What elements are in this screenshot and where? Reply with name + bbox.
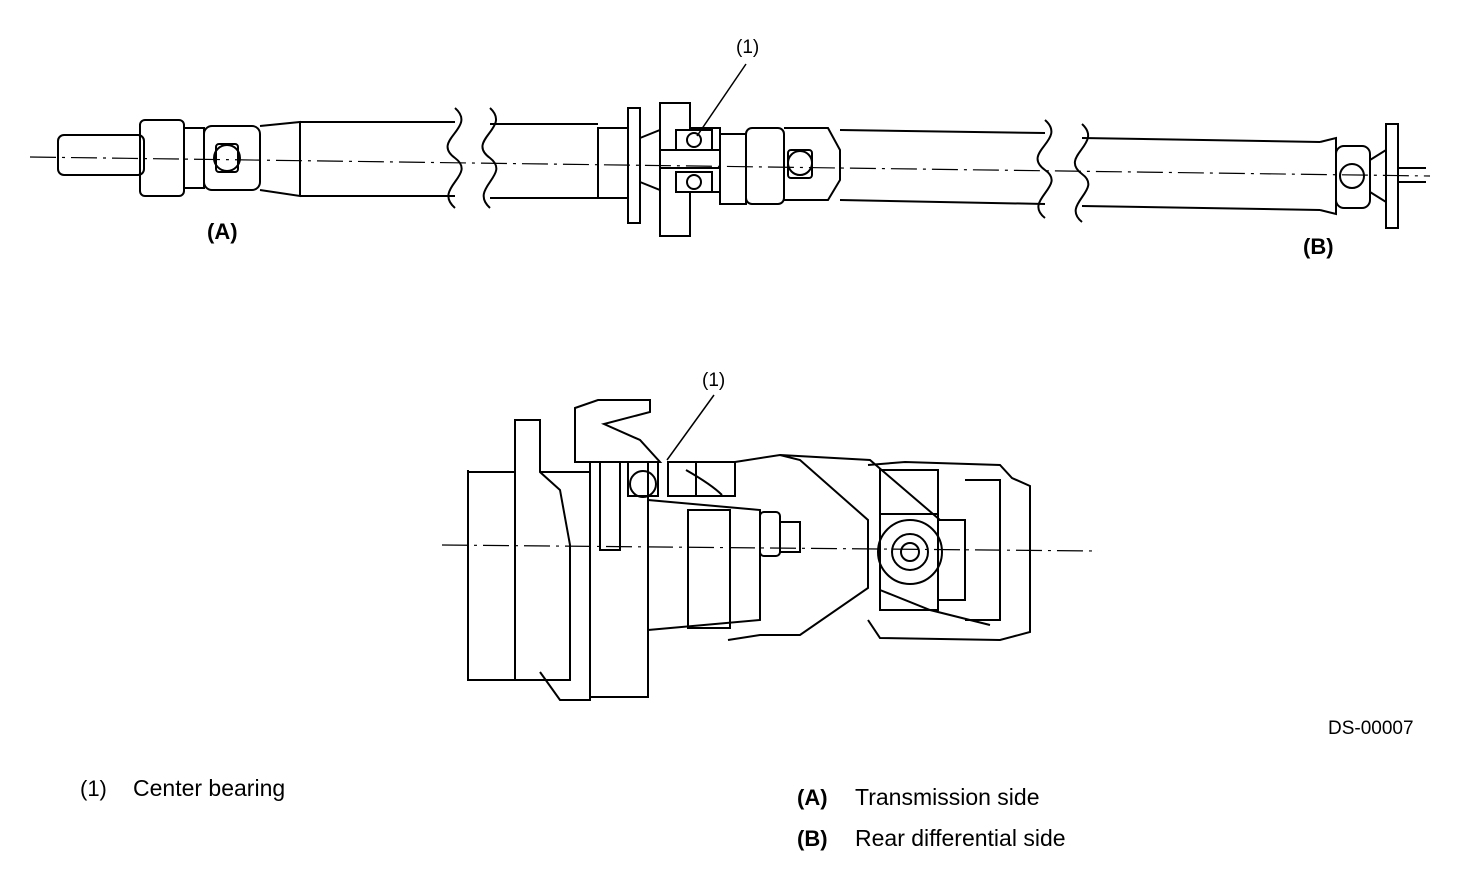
flange-yoke-rear (1319, 123, 1426, 229)
figure-id: DS-00007 (1328, 718, 1414, 739)
shaft-centerline-detail (441, 544, 1099, 552)
legend-text-center-bearing: Center bearing (133, 775, 286, 801)
callout-leader-detail (666, 394, 715, 461)
legend-text-transmission-side: Transmission side (855, 784, 1040, 810)
legend-text-rear-differential-side: Rear differential side (855, 825, 1066, 851)
center-bearing-assembly (597, 102, 841, 237)
bearing-ball-detail (629, 470, 657, 498)
front-tube (300, 107, 598, 209)
joint-cross-cap (877, 519, 943, 585)
callout-1-top: (1) (736, 37, 760, 58)
legend-key-a: (A) (797, 785, 828, 810)
shaft-centerline-top (29, 156, 1431, 177)
legend-key-b: (B) (797, 826, 828, 851)
propeller-shaft-overview (29, 63, 1431, 237)
center-bearing-detail (441, 394, 1099, 701)
universal-joint-detail (867, 460, 1031, 642)
callout-1-detail: (1) (702, 370, 726, 391)
legend-key-1: (1) (80, 776, 107, 801)
callout-leader-top (696, 63, 747, 137)
label-a: (A) (207, 219, 238, 244)
sleeve-yoke-front (57, 119, 301, 198)
bearing-housing (574, 399, 736, 698)
label-b: (B) (1303, 234, 1334, 259)
rear-tube (839, 119, 1321, 223)
front-flange (467, 419, 591, 701)
shaft-body-detail (647, 453, 941, 641)
